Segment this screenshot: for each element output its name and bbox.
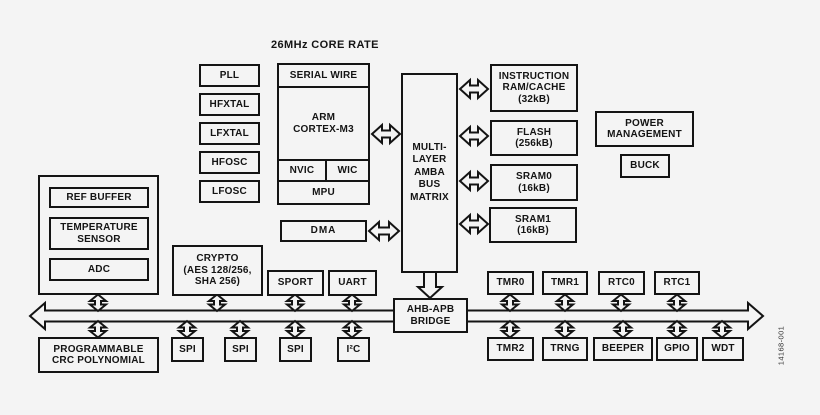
arrow-matrix-to-instruction-ram [458,77,490,101]
arrow-dma-to-matrix [367,219,401,243]
block-beeper: BEEPER [593,337,653,361]
block-flash: FLASH (256kB) [490,120,578,156]
block-crypto: CRYPTO (AES 128/256, SHA 256) [172,245,263,296]
arrow-bus-sport [284,293,306,313]
block-rtc1: RTC1 [654,271,700,295]
block-adc: ADC [49,258,149,281]
arrow-bus-i2c [341,319,363,339]
block-crc: PROGRAMMABLE CRC POLYNOMIAL [38,337,159,373]
block-mpu: MPU [279,180,368,203]
block-amba-bus-matrix: MULTI- LAYER AMBA BUS MATRIX [401,73,458,273]
arrow-bus-tmr2 [499,319,521,339]
block-spi2: SPI [279,337,312,362]
arrow-bus-spi2 [284,319,306,339]
block-hfxtal: HFXTAL [199,93,260,116]
block-nvic: NVIC [279,161,327,180]
figure-number: 14168-001 [776,325,786,366]
arrow-bus-crypto [206,293,228,313]
analog-frontend-group: REF BUFFER TEMPERATURE SENSOR ADC [38,175,159,295]
arrow-bus-beeper [612,319,634,339]
block-temperature-sensor: TEMPERATURE SENSOR [49,217,149,250]
block-spi0: SPI [171,337,204,362]
arrow-bus-gpio [666,319,688,339]
arrow-bus-tmr0 [499,293,521,313]
block-spi1: SPI [224,337,257,362]
block-i2c: I²C [337,337,370,362]
arrow-bus-rtc0 [610,293,632,313]
block-gpio: GPIO [656,337,698,361]
block-ahb-apb-bridge: AHB-APB BRIDGE [393,298,468,333]
cpu-interrupt-row: NVIC WIC [279,159,368,180]
arrow-bus-rtc1 [666,293,688,313]
arrow-bus-trng [554,319,576,339]
block-trng: TRNG [542,337,588,361]
block-cpu-core: ARM CORTEX-M3 [293,112,354,135]
core-rate-label: 26MHz CORE RATE [271,39,379,51]
block-tmr0: TMR0 [487,271,534,295]
block-rtc0: RTC0 [598,271,645,295]
arrow-matrix-to-bridge [415,271,445,300]
block-tmr2: TMR2 [487,337,534,361]
arrow-matrix-to-sram1 [458,212,490,236]
block-wic: WIC [337,164,358,176]
block-tmr1: TMR1 [542,271,588,295]
arrow-bus-uart [341,293,363,313]
block-sport: SPORT [267,270,324,296]
block-buck: BUCK [620,154,670,178]
arrow-bus-tmr1 [554,293,576,313]
arrow-bus-crc [87,319,109,339]
block-serial-wire: SERIAL WIRE [279,65,368,88]
block-arm-cortex-m3: SERIAL WIRE ARM CORTEX-M3 NVIC WIC MPU [277,63,370,205]
block-instruction-ram: INSTRUCTION RAM/CACHE (32kB) [490,64,578,112]
arrow-bus-analog [87,293,109,313]
block-sram1: SRAM1 (16kB) [489,207,577,243]
arrow-bus-wdt [711,319,733,339]
block-sram0: SRAM0 (16kB) [490,164,578,201]
arrow-core-to-matrix [370,122,402,146]
arrow-matrix-to-flash [458,124,490,148]
arrow-bus-spi1 [229,319,251,339]
block-hfosc: HFOSC [199,151,260,174]
arrow-bus-spi0 [176,319,198,339]
block-ref-buffer: REF BUFFER [49,187,149,208]
block-lfosc: LFOSC [199,180,260,203]
block-pll: PLL [199,64,260,87]
block-lfxtal: LFXTAL [199,122,260,145]
block-power-management: POWER MANAGEMENT [595,111,694,147]
block-uart: UART [328,270,377,296]
block-dma: DMA [280,220,367,242]
arrow-matrix-to-sram0 [458,169,490,193]
block-wdt: WDT [702,337,744,361]
